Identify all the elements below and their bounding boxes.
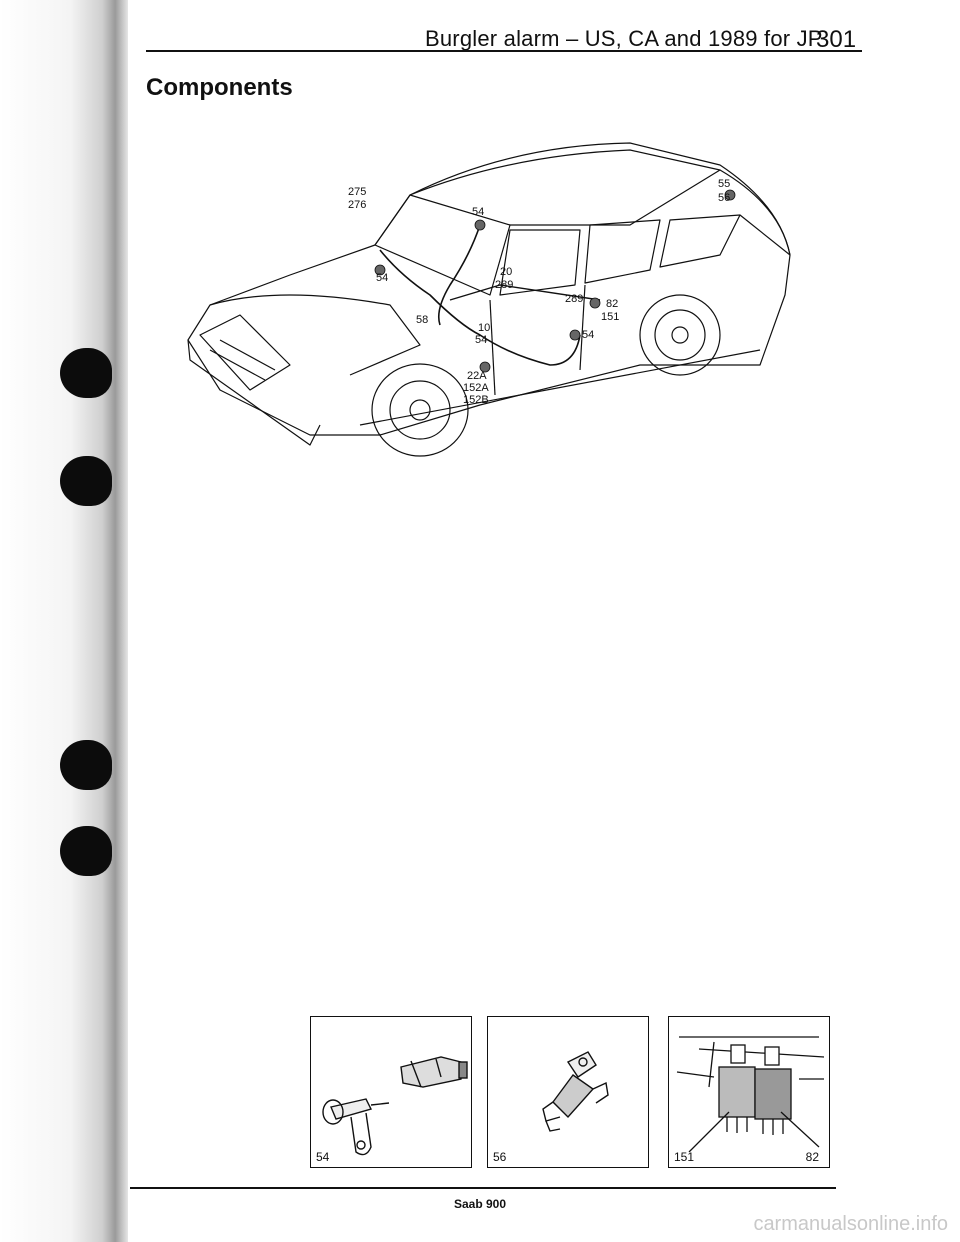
callout-151: 151: [601, 311, 619, 323]
hood-switch-illustration: [542, 1051, 609, 1132]
footer-model-name: Saab 900: [453, 1197, 507, 1211]
binding-hole: [60, 826, 112, 876]
callout-54-door: 54: [582, 329, 594, 341]
callout-82: 82: [606, 298, 618, 310]
callout-276: 276: [348, 199, 366, 211]
binding-edge: [0, 0, 128, 1242]
page-number: 301: [816, 26, 857, 53]
header-rule: [146, 50, 862, 52]
callout-289-a: 289: [495, 279, 513, 291]
binding-hole: [60, 456, 112, 506]
detail-label-56: 56: [493, 1150, 507, 1164]
callout-54-mid: 54: [475, 334, 487, 346]
detail-label-54: 54: [316, 1150, 330, 1164]
callout-56: 56: [718, 192, 730, 204]
callout-20: 20: [500, 266, 512, 278]
detail-panel-door-switch: 54: [310, 1016, 472, 1168]
callout-152B: 152B: [463, 394, 489, 406]
car-component-diagram: 275 276 54 55 56 54 20 289 58 289 82 151…: [187, 142, 791, 457]
callout-152A: 152A: [463, 382, 489, 394]
callout-289-b: 289: [565, 293, 583, 305]
callout-54-left: 54: [376, 272, 388, 284]
detail-panel-hood-switch: 56: [487, 1016, 649, 1168]
section-title: Components: [146, 74, 293, 101]
running-header: Burgler alarm – US, CA and 1989 for JP: [425, 26, 823, 51]
callout-54-top: 54: [472, 206, 484, 218]
door-switch-illustration: [322, 1056, 468, 1156]
footer-rule: [130, 1187, 836, 1189]
callout-58: 58: [416, 314, 428, 326]
callout-55: 55: [718, 178, 730, 190]
callout-10: 10: [478, 322, 490, 334]
binding-hole: [60, 740, 112, 790]
binding-hole: [60, 348, 112, 398]
detail-label-151: 151: [674, 1150, 695, 1164]
callout-275: 275: [348, 186, 366, 198]
detail-panel-relays: 151 82: [668, 1016, 830, 1168]
callout-22A: 22A: [467, 370, 487, 382]
relay-illustration: [676, 1036, 825, 1153]
detail-label-82: 82: [805, 1150, 819, 1164]
watermark: carmanualsonline.info: [753, 1213, 948, 1235]
